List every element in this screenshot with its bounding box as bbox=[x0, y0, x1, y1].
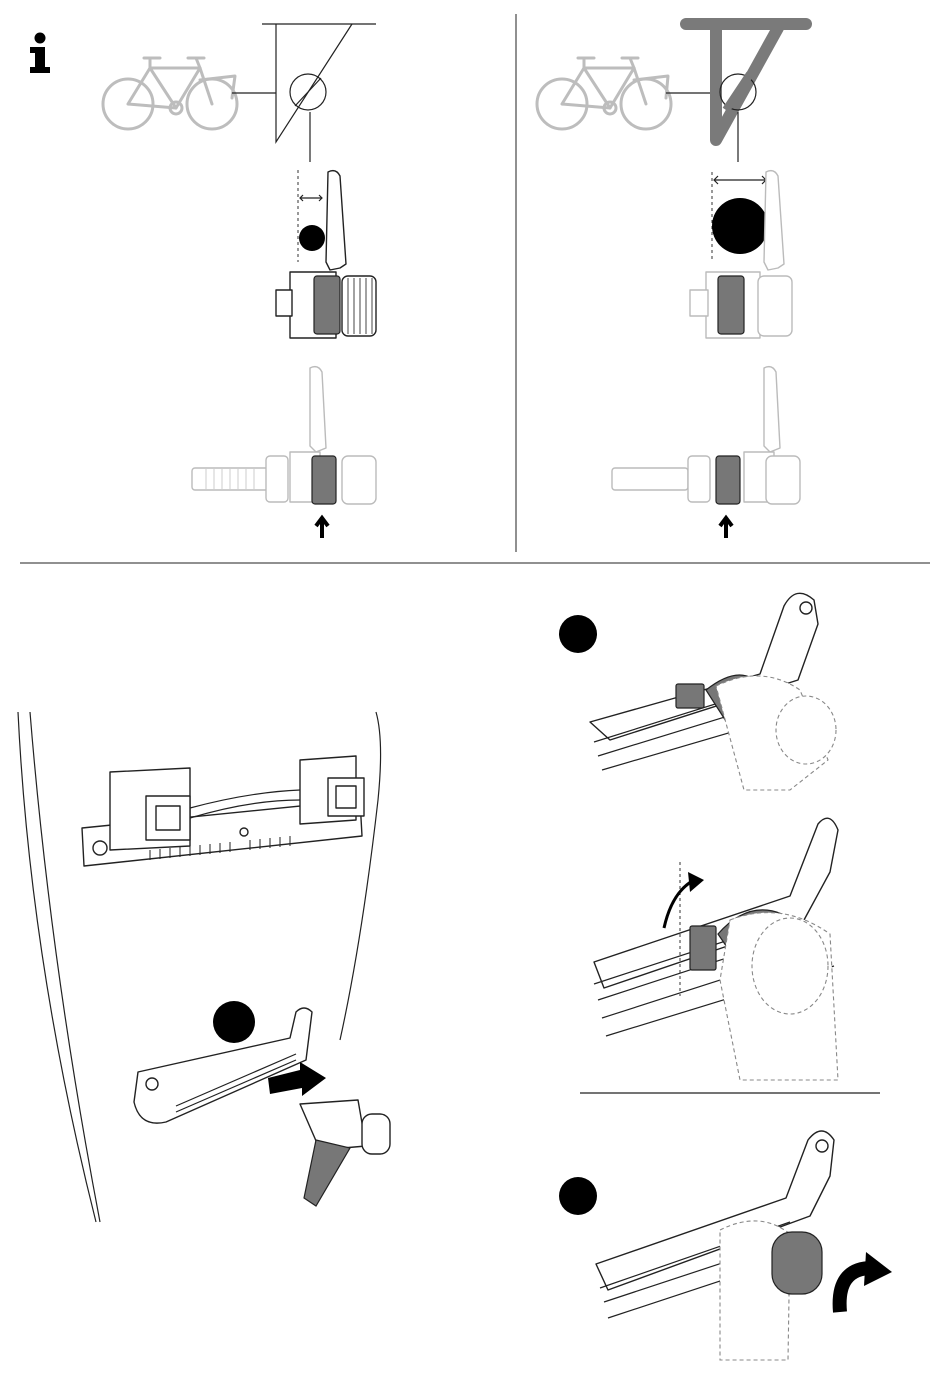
top-left-thin-frame bbox=[262, 24, 376, 162]
bottom-right-rail-step1 bbox=[590, 593, 836, 790]
step-marker-rail bbox=[213, 1001, 255, 1043]
bottom-right-rail-step3 bbox=[596, 1131, 892, 1360]
top-right-clamp-exploded bbox=[612, 367, 800, 538]
step-marker-tighten bbox=[559, 1177, 597, 1215]
top-right-clamp-assembled bbox=[690, 171, 792, 338]
top-left-bike bbox=[103, 58, 237, 129]
bottom-left-rail-insert bbox=[134, 1008, 390, 1206]
step-marker-large bbox=[712, 198, 768, 254]
step-marker-position bbox=[559, 615, 597, 653]
top-left-clamp-exploded bbox=[192, 367, 376, 538]
bottom-left-carrier-rail bbox=[82, 756, 364, 866]
step-marker-small bbox=[299, 225, 325, 251]
top-left-clamp-assembled bbox=[276, 171, 376, 338]
top-right-bike bbox=[537, 58, 671, 129]
bottom-right-rail-step2 bbox=[594, 818, 838, 1080]
